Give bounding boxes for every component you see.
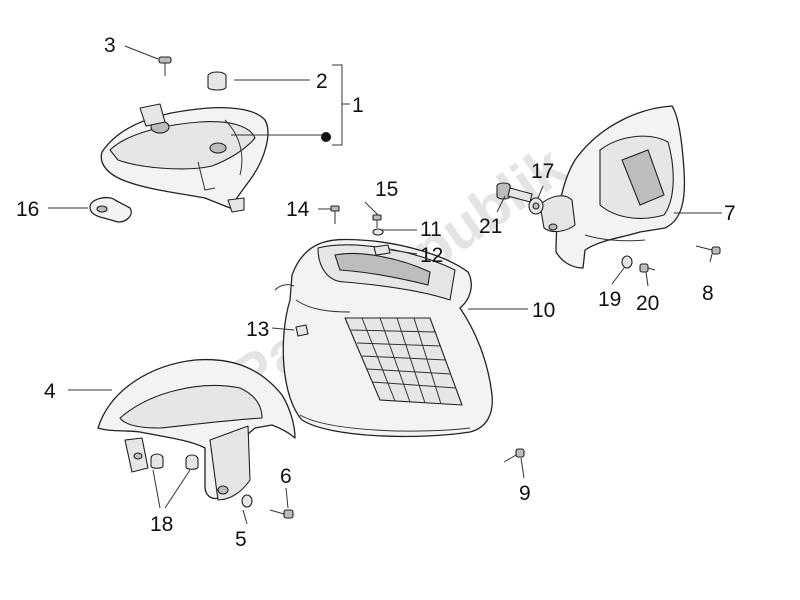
callout-9: 9 xyxy=(519,482,531,505)
plug-part-18a xyxy=(150,453,164,469)
callout-4: 4 xyxy=(44,380,56,403)
central-body-part xyxy=(274,238,493,438)
callout-17: 17 xyxy=(531,160,554,183)
callout-3: 3 xyxy=(104,34,116,57)
callout-6: 6 xyxy=(280,465,292,488)
callout-10: 10 xyxy=(532,299,555,322)
callout-5: 5 xyxy=(235,528,247,551)
washer-part-17 xyxy=(528,197,544,215)
callout-8: 8 xyxy=(702,282,714,305)
callout-1: 1 xyxy=(352,94,364,117)
callout-12: 12 xyxy=(420,244,443,267)
bracket-part-16 xyxy=(89,196,132,223)
callout-16: 16 xyxy=(16,198,39,221)
washer-part-5 xyxy=(241,494,253,508)
callout-21: 21 xyxy=(479,215,502,238)
callout-13: 13 xyxy=(246,318,269,341)
clip-part-13 xyxy=(295,324,309,337)
callout-14: 14 xyxy=(286,198,310,221)
callout-15: 15 xyxy=(375,178,398,201)
callout-20: 20 xyxy=(636,292,659,315)
clip-part-12 xyxy=(373,244,391,256)
callout-labels: 1 2 3 16 4 5 6 18 7 8 9 10 11 12 13 14 1… xyxy=(16,34,736,551)
screw-part-15 xyxy=(372,214,382,228)
screw-part-8 xyxy=(695,245,721,255)
callout-7: 7 xyxy=(724,202,736,225)
screw-part-6 xyxy=(269,509,294,519)
screw-part-9 xyxy=(503,448,525,463)
screw-part-20 xyxy=(639,263,656,273)
screw-part-3 xyxy=(158,56,172,76)
leader-lines xyxy=(48,45,722,525)
rear-mudguard-part xyxy=(539,105,686,269)
washer-part-11 xyxy=(372,228,384,236)
callout-2: 2 xyxy=(316,70,328,93)
callout-11: 11 xyxy=(420,218,442,241)
callout-19: 19 xyxy=(598,288,621,311)
callout-18: 18 xyxy=(150,513,173,536)
plug-part-18b xyxy=(185,454,199,470)
bushing-part-2 xyxy=(207,71,227,91)
washer-part-19 xyxy=(621,255,633,269)
screw-part-14 xyxy=(330,205,340,224)
front-mudguard-part xyxy=(97,358,296,501)
upper-shroud-part xyxy=(100,103,269,213)
